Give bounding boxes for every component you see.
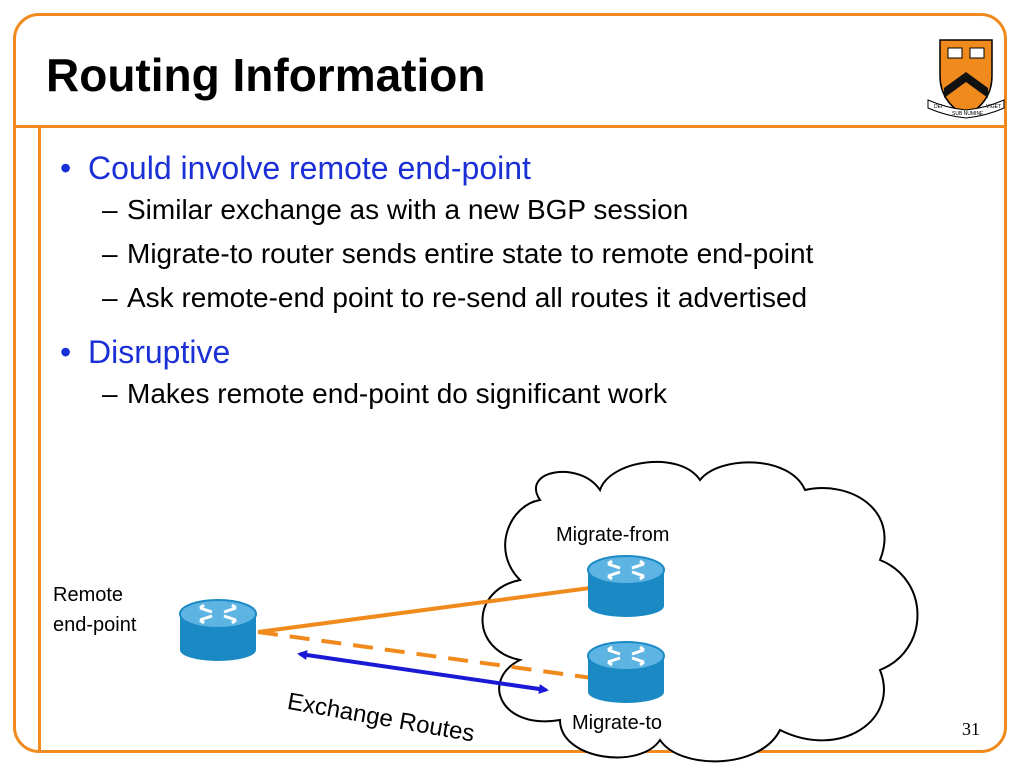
dash-icon: – [102,238,118,269]
bullet-text: Disruptive [88,334,231,370]
bullet-text: Could involve remote end-point [88,150,531,186]
bullet-list: •Could involve remote end-point –Similar… [60,148,1000,416]
link-remote-to-migrate-from [257,586,591,634]
sub-bullet-text: Migrate-to router sends entire state to … [127,238,814,269]
university-shield-logo: DEI SUB NUMINE VIGET [927,39,1005,119]
page-number: 31 [962,719,980,739]
sub-bullet-text: Makes remote end-point do significant wo… [127,378,668,409]
dash-icon: – [102,194,118,225]
dash-icon: – [102,282,118,313]
network-cloud [481,460,919,763]
sub-bullet-item: –Makes remote end-point do significant w… [102,372,1000,416]
bullet-dot-icon: • [60,150,72,186]
migrate-from-router-icon [587,555,665,617]
title-divider [13,125,1007,128]
bullet-item: • Could involve remote end-point [60,148,1000,188]
logo-motto-right: VIGET [986,104,1001,110]
sub-bullet-item: –Ask remote-end point to re-send all rou… [102,276,1000,320]
remote-endpoint-label-line2: end-point [53,614,137,636]
migrate-to-label: Migrate-to [572,712,663,734]
remote-router-icon [179,599,257,661]
migrate-from-label: Migrate-from [556,524,670,546]
logo-motto-left: DEI [934,104,942,110]
logo-motto-center: SUB NUMINE [952,111,984,117]
bullet-item: • Disruptive [60,332,1000,372]
slide-title: Routing Information [46,49,486,101]
sub-bullet-item: –Migrate-to router sends entire state to… [102,232,1000,276]
migrate-to-router-icon [587,641,665,703]
remote-endpoint-label-line1: Remote [53,584,124,606]
sub-bullet-text: Ask remote-end point to re-send all rout… [127,282,808,313]
dash-icon: – [102,378,118,409]
side-divider [38,125,41,753]
bullet-dot-icon: • [60,334,72,370]
sub-bullet-item: –Similar exchange as with a new BGP sess… [102,188,1000,232]
exchange-routes-arrow [297,650,549,694]
sub-bullet-text: Similar exchange as with a new BGP sessi… [127,194,689,225]
slide-frame [13,13,1007,753]
